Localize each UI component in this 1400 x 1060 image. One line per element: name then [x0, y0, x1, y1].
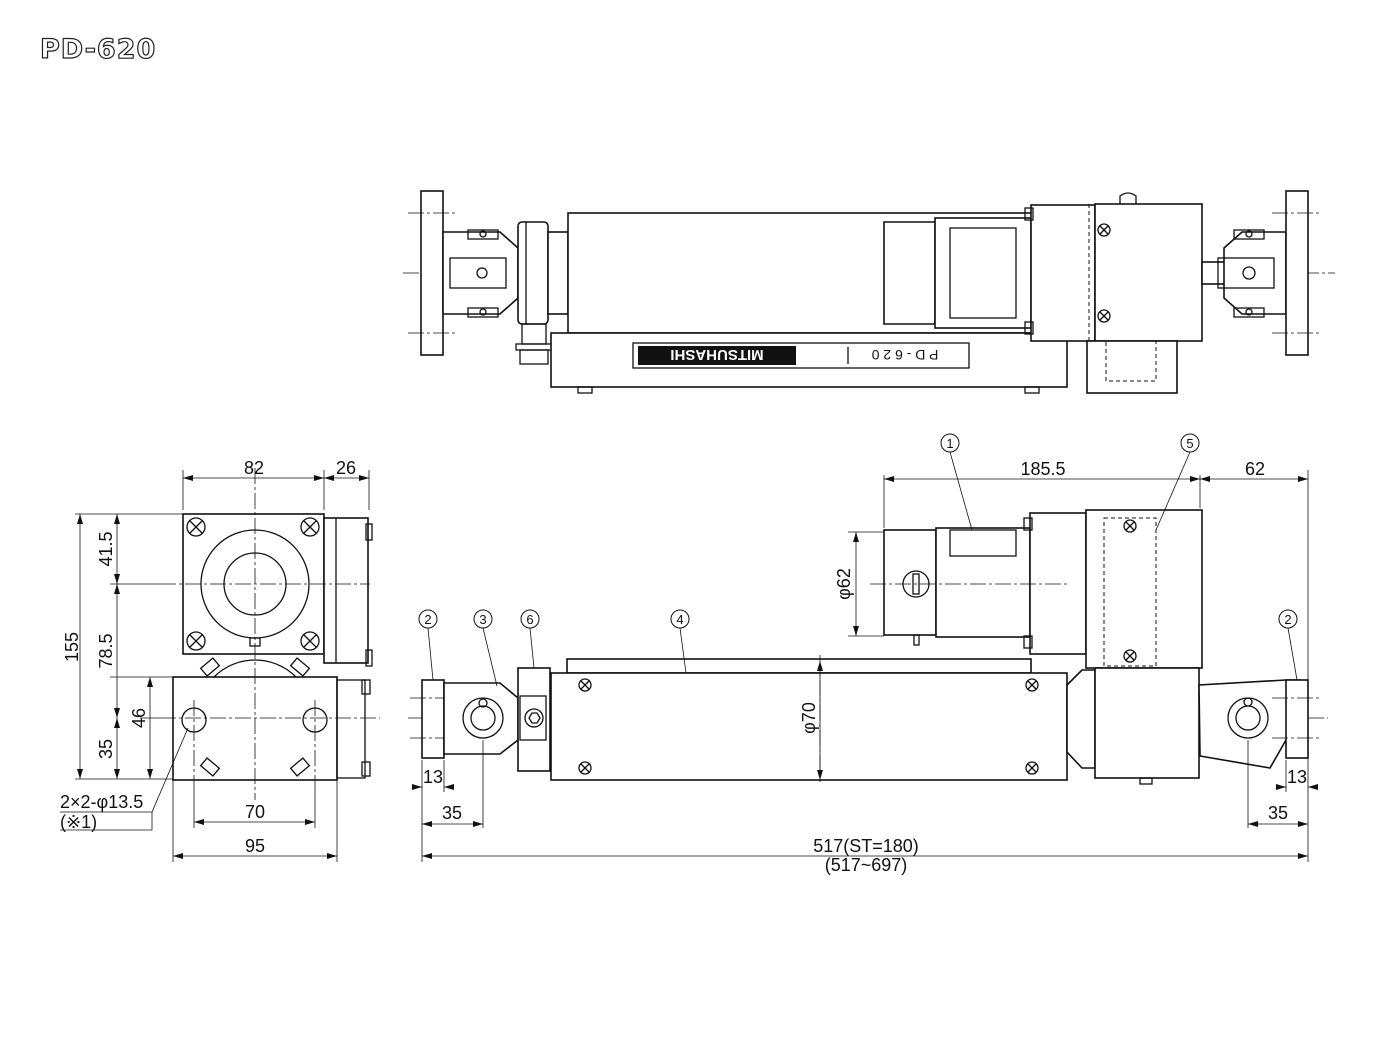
dim-right-lug: 13	[1287, 767, 1307, 787]
dim-motor-dia: φ62	[834, 568, 854, 600]
balloon-3: 3	[479, 612, 486, 627]
end-view-dimensions: 82 26 155 41.5 78.5 35 46 70 95 2×2-φ13.…	[60, 458, 370, 862]
dim-end-height: 155	[62, 632, 82, 662]
dim-end-side: 26	[336, 458, 356, 478]
balloon-2-right: 2	[1284, 612, 1291, 627]
dim-left-pin: 35	[442, 803, 462, 823]
nameplate-brand: MITSUHASHI	[670, 346, 763, 363]
dim-end-base: 95	[245, 836, 265, 856]
part-balloons: 1 5 2 3 6 4 2	[418, 433, 1298, 687]
dim-tail-length: 62	[1245, 459, 1265, 479]
balloon-6: 6	[526, 612, 533, 627]
dim-end-width: 82	[244, 458, 264, 478]
dim-end-lower: 35	[96, 739, 116, 759]
balloon-2-left: 2	[424, 612, 431, 627]
end-view	[160, 468, 380, 800]
end-view-bolts	[186, 517, 320, 651]
front-view-dimensions: 185.5 62 φ62 φ70 13 35 13 35 517(ST=180)…	[412, 459, 1318, 875]
balloon-1: 1	[946, 436, 953, 451]
front-view	[408, 509, 1328, 785]
dim-end-holes: 2×2-φ13.5	[60, 792, 143, 812]
dim-tube-dia: φ70	[799, 702, 819, 734]
dim-end-note: (※1)	[60, 812, 97, 832]
dim-end-mid: 78.5	[96, 633, 116, 668]
dim-end-hole-pitch: 70	[245, 802, 265, 822]
balloon-5: 5	[1186, 436, 1193, 451]
dim-end-upper: 41.5	[96, 531, 116, 566]
dim-right-pin: 35	[1268, 803, 1288, 823]
nameplate-model: P D - 6 2 0	[871, 347, 938, 363]
dim-end-foot: 46	[129, 708, 149, 728]
balloon-4: 4	[676, 612, 683, 627]
dim-overall: 517(ST=180)	[813, 836, 919, 856]
top-view: MITSUHASHI P D - 6 2 0	[403, 190, 1335, 394]
dim-overall-range: (517~697)	[825, 855, 908, 875]
dim-left-lug: 13	[423, 767, 443, 787]
front-view-screws	[578, 678, 1039, 775]
model-label: PD-620	[39, 33, 157, 65]
dim-motor-length: 185.5	[1020, 459, 1065, 479]
